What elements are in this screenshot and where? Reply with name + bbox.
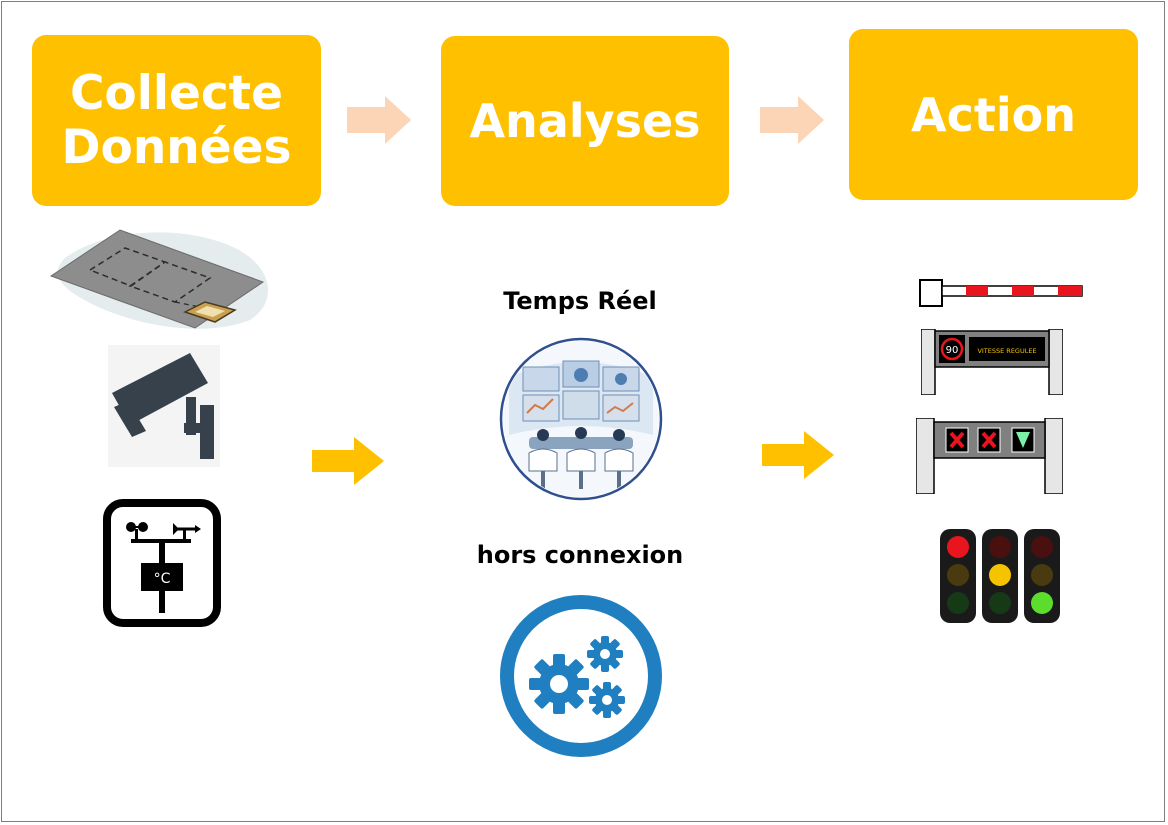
stage-analyze-label: Analyses <box>469 94 701 148</box>
flow-arrow-icon <box>312 437 384 485</box>
speed-limit-text: 90 <box>946 345 959 356</box>
stage-analyze-box: Analyses <box>441 36 729 206</box>
pale-arrow-icon <box>760 96 824 144</box>
realtime-label: Temps Réel <box>503 287 657 315</box>
lane-control-sign-icon <box>916 418 1063 494</box>
gears-icon <box>500 595 662 757</box>
flow-arrow-icon <box>762 431 834 479</box>
weather-station-icon: °C <box>103 499 221 627</box>
barrier-gate-icon <box>919 279 1083 307</box>
pale-arrow-icon <box>347 96 411 144</box>
offline-label: hors connexion <box>476 541 684 569</box>
control-room-icon <box>499 337 663 501</box>
vms-message-text: VITESSE REGULEE <box>977 347 1036 355</box>
variable-message-sign-icon: 90 VITESSE REGULEE <box>921 329 1063 395</box>
traffic-lights-icon <box>940 529 1060 623</box>
weather-unit-label: °C <box>154 571 171 587</box>
cctv-camera-icon <box>108 345 220 467</box>
road-loop-sensor-icon <box>49 229 269 329</box>
stage-collect-label: Collecte Données <box>61 65 292 175</box>
stage-action-box: Action <box>849 29 1138 200</box>
stage-action-label: Action <box>911 87 1076 142</box>
stage-collect-box: Collecte Données <box>32 35 321 206</box>
